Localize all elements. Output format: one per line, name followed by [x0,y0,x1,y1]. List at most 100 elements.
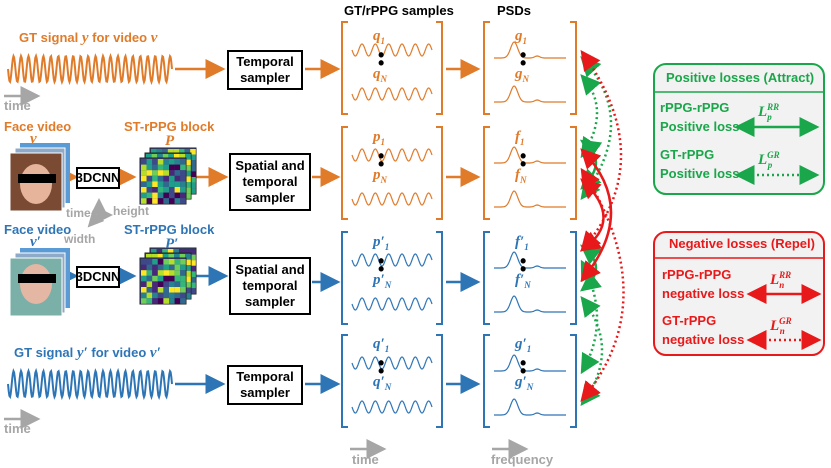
gt-signal-top-label: GT signal y for video v [19,30,158,46]
sample-wave-2-1 [351,148,433,162]
attract-arc-g1-fN [580,56,613,201]
positive-rr-line2: Positive loss [660,119,740,134]
negative-rr-line2: negative loss [662,286,745,301]
negative-loss-box [653,231,825,356]
sample-wave-4-2 [351,400,433,414]
face_top-sample-top-label: p1 [373,129,385,147]
psd-curve-4-1 [494,354,566,372]
bracket-samples-1 [341,21,443,115]
bracket-psd-4 [483,334,577,428]
positive-title: Positive losses (Attract) [666,70,815,85]
positive-rr-line1: rPPG-rPPG [660,100,730,115]
frequency-label: frequency [491,452,554,467]
positive-gr-line2: Positive loss [660,166,740,181]
gt-signal-wave-bottom [7,367,173,401]
gt_bot-sample-ellipsis: •• [378,353,385,381]
sample-wave-2-2 [351,192,433,206]
psd-curve-1-2 [494,85,566,103]
gt_top-sample-top-label: q1 [373,28,385,46]
sample-wave-3-1 [351,253,433,267]
psd-curve-4-2 [494,398,566,416]
repel-arc-fN-gNp [580,167,625,402]
positive-rr-symbol: LRRp [758,102,780,122]
face-video-bottom-var: v′ [30,234,41,250]
gt_bot-sample-bottom-label: q′N [373,374,392,392]
face_bot-psd-bottom-label: f′N [515,272,531,290]
psd-curve-2-1 [494,146,566,164]
positive-gr-symbol: LGRp [758,150,780,170]
bracket-psd-2 [483,126,577,220]
st-block-bottom-title: ST-rPPG block [124,222,215,237]
psd-curve-1-1 [494,41,566,59]
gt-signal-wave-top [7,52,173,86]
st-block-top-title: ST-rPPG block [124,119,215,134]
time-label-bottom: time [4,421,31,436]
height-label: height [113,204,149,218]
gt_top-psd-top-label: g1 [515,28,527,46]
time-3d-label: time [66,206,91,220]
face-video-top-image [9,143,70,212]
negative-gr-symbol: LGRn [770,316,792,336]
samples-header: GT/rPPG samples [344,3,454,18]
face_top-sample-bottom-label: pN [373,167,387,185]
face_top-psd-ellipsis: •• [520,146,527,174]
st-rppg-block-top-image [139,147,197,205]
negative-title: Negative losses (Repel) [669,236,815,251]
face_bot-sample-ellipsis: •• [378,251,385,279]
gt-signal-bottom-label: GT signal y′ for video v′ [14,345,161,361]
cnn-top-box: 3DCNN [76,167,120,189]
positive-gr-line1: GT-rPPG [660,147,715,162]
face-video-top-var: v [30,131,37,147]
psd-curve-3-2 [494,295,566,313]
face_top-psd-top-label: f1 [515,129,525,147]
negative-rr-line1: rPPG-rPPG [662,267,732,282]
face-video-top-title: Face video [4,119,72,134]
face-video-bottom-title: Face video [4,222,72,237]
bracket-samples-2 [341,126,443,220]
psds-header: PSDs [497,3,531,18]
gt_bot-sample-top-label: q′1 [373,336,390,354]
negative-rr-symbol: LRRn [770,270,792,290]
sample-wave-1-1 [351,43,433,57]
gt_bot-psd-ellipsis: •• [520,353,527,381]
st-block-top-var: P [165,133,175,149]
gt_bot-psd-bottom-label: g′N [515,374,534,392]
gt_top-psd-bottom-label: gN [515,66,529,84]
width-label: width [64,232,96,246]
bracket-samples-4 [341,334,443,428]
gt_top-psd-ellipsis: •• [520,45,527,73]
bracket-psd-1 [483,21,577,115]
negative-gr-line1: GT-rPPG [662,313,717,328]
time-label-top: time [4,98,31,113]
st-rppg-block-bottom-image [139,247,197,305]
face_bot-sample-bottom-label: p′N [373,272,392,290]
face_bot-psd-top-label: f′1 [515,234,529,252]
cnn-bottom-box: 3DCNN [76,266,120,288]
bracket-samples-3 [341,231,443,325]
face_top-psd-bottom-label: fN [515,167,527,185]
repel-arc-fN-f1p [579,178,605,252]
width-axis [87,210,105,228]
gt_bot-psd-top-label: g′1 [515,336,532,354]
samples-time-label: time [352,452,379,467]
negative-gr-line2: negative loss [662,332,745,347]
sample-wave-4-1 [351,356,433,370]
face_bot-psd-ellipsis: •• [520,251,527,279]
gt_top-sample-bottom-label: qN [373,66,387,84]
face_bot-sample-top-label: p′1 [373,234,390,252]
psd-curve-3-1 [494,251,566,269]
repel-arc-g1-f1p [580,49,623,252]
gt_top-sample-ellipsis: •• [378,45,385,73]
sample-wave-1-2 [351,87,433,101]
st-block-bottom-var: P′ [165,236,179,252]
face-video-bottom-image [9,248,70,317]
sample-wave-3-2 [351,297,433,311]
face_top-sample-ellipsis: •• [378,146,385,174]
psd-curve-2-2 [494,190,566,208]
